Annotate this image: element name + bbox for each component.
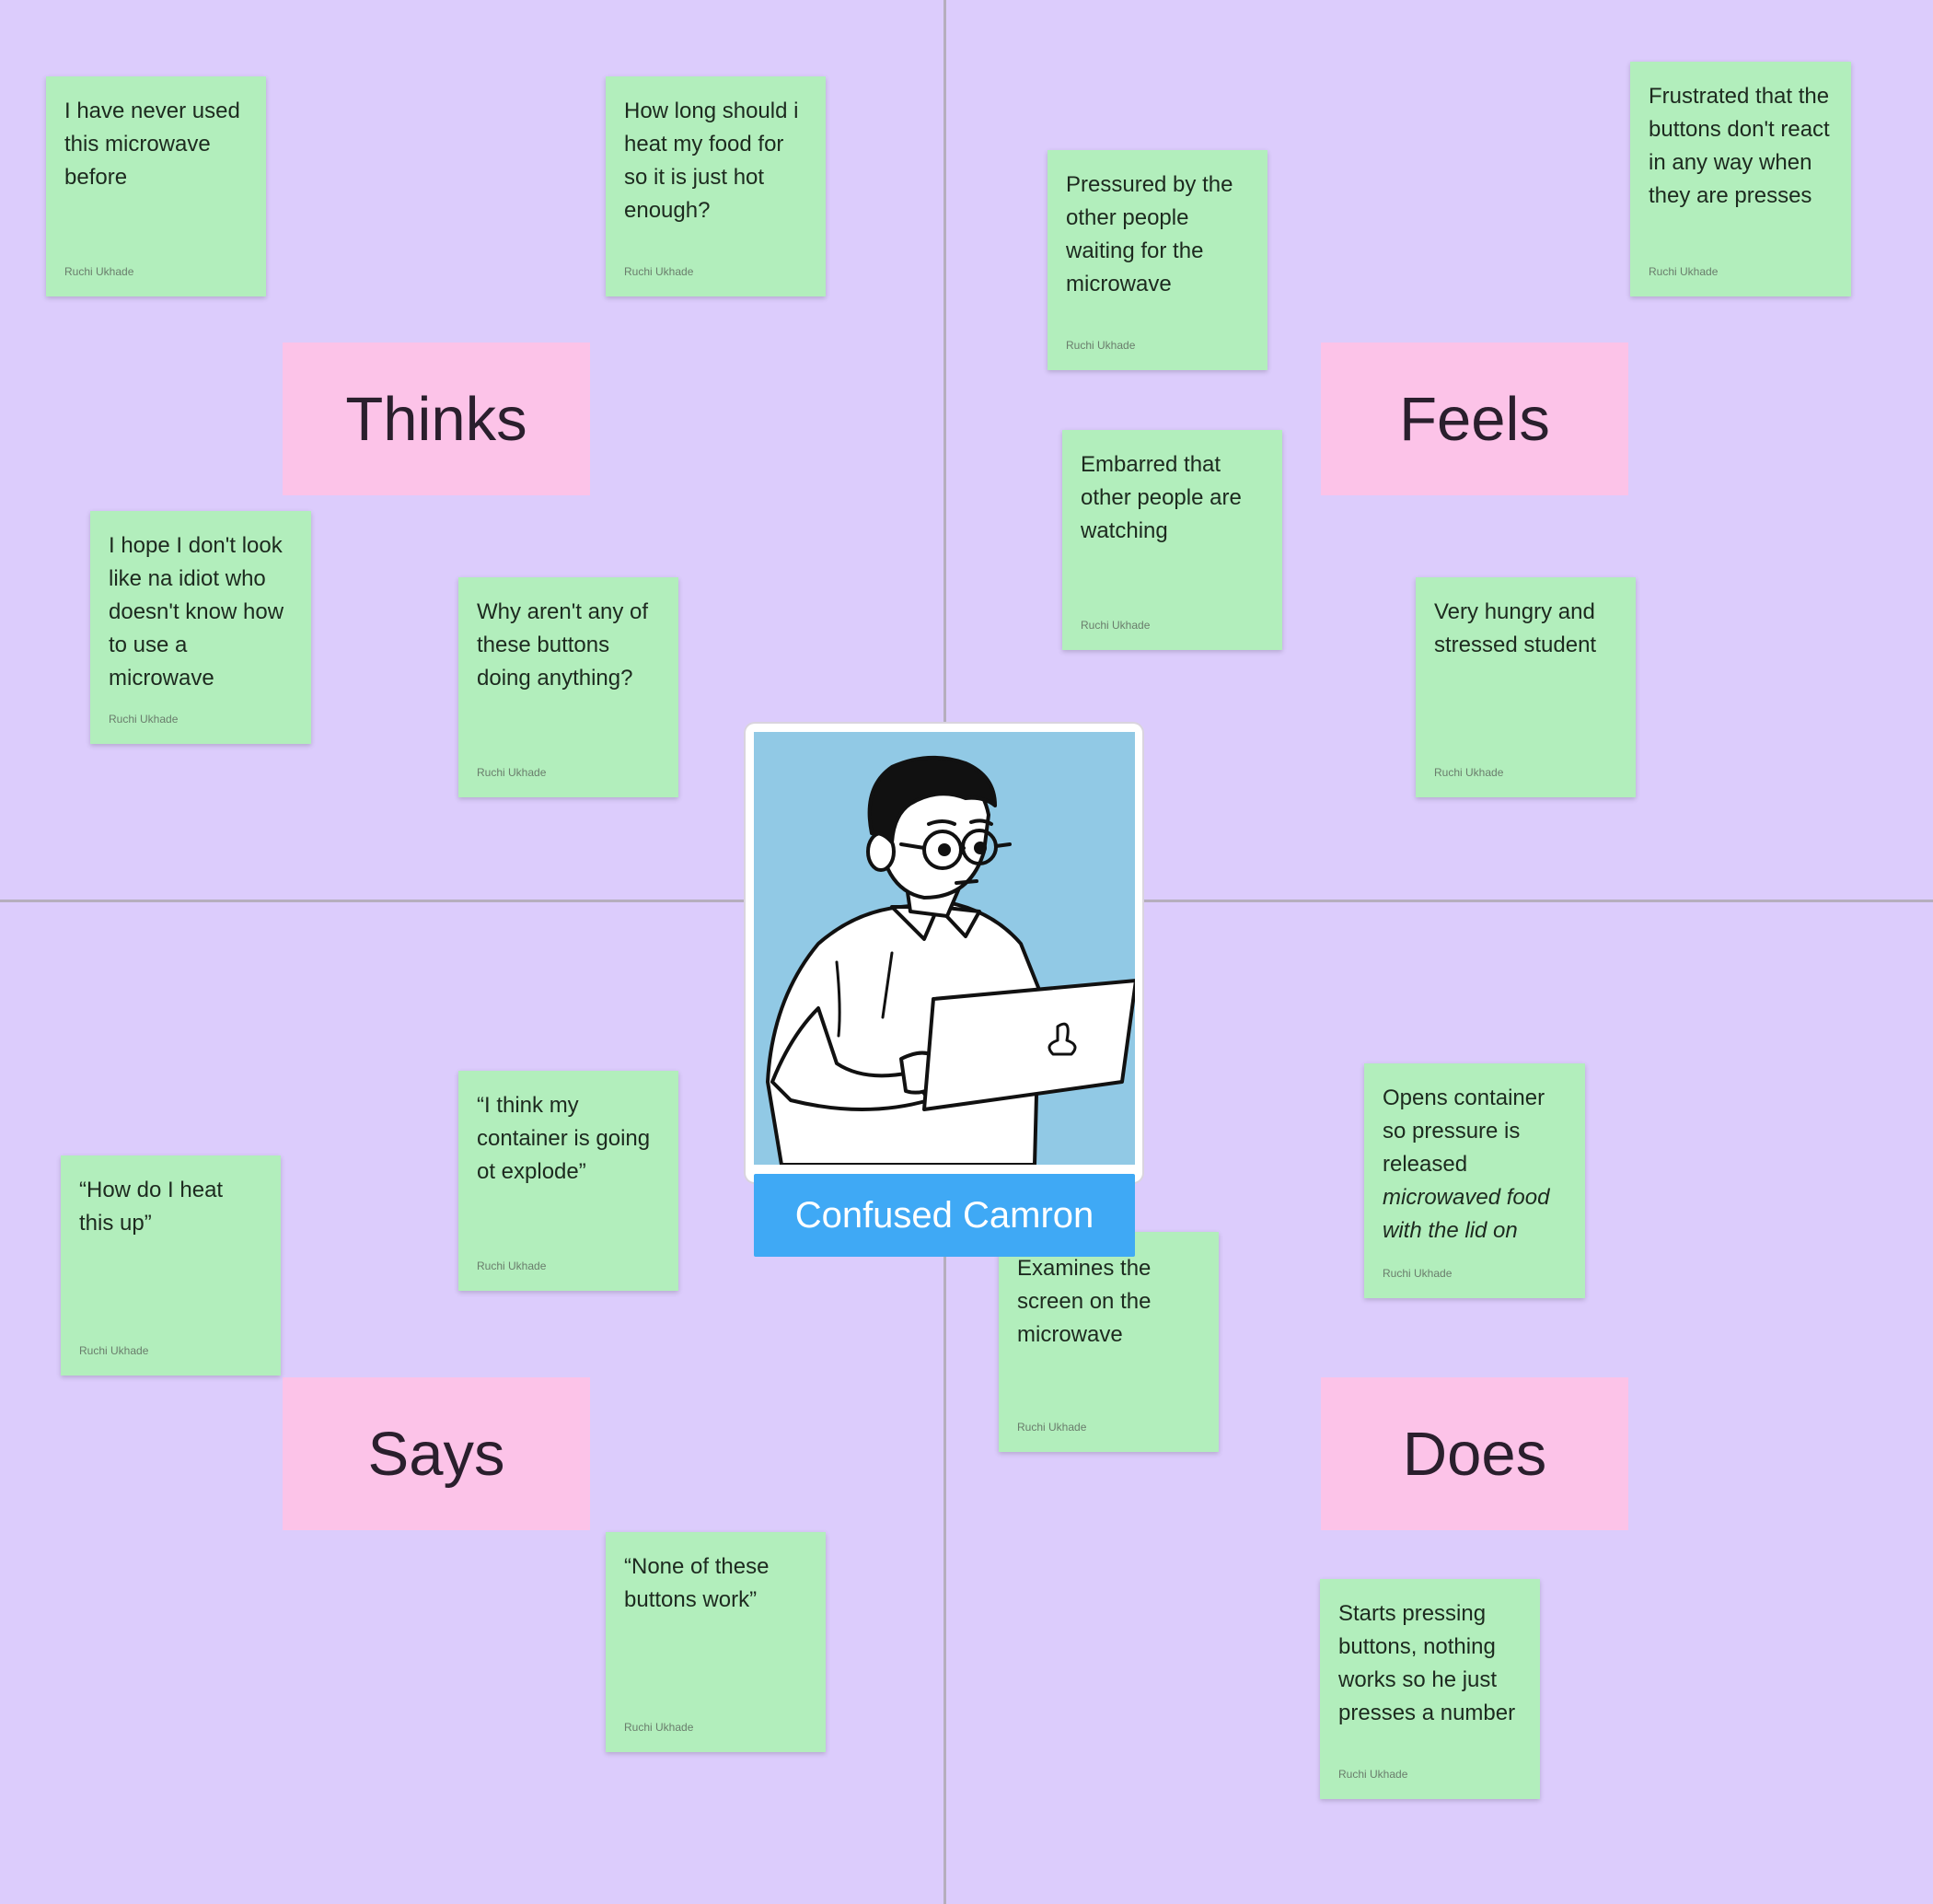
sticky-note-author: Ruchi Ukhade xyxy=(1338,1768,1408,1781)
sticky-note-author: Ruchi Ukhade xyxy=(1434,766,1504,779)
sticky-note-author: Ruchi Ukhade xyxy=(477,1260,547,1272)
sticky-note[interactable]: Very hungry and stressed student Ruchi U… xyxy=(1416,577,1636,797)
sticky-note-author: Ruchi Ukhade xyxy=(64,265,134,278)
person-with-laptop-icon xyxy=(766,755,1135,1165)
sticky-note[interactable]: Starts pressing buttons, nothing works s… xyxy=(1320,1579,1540,1799)
sticky-note-author: Ruchi Ukhade xyxy=(1081,619,1151,632)
persona-name[interactable]: Confused Camron xyxy=(754,1174,1135,1257)
sticky-note-author: Ruchi Ukhade xyxy=(1649,265,1719,278)
sticky-note-text: How long should i heat my food for so it… xyxy=(624,99,799,223)
sticky-note-author: Ruchi Ukhade xyxy=(1017,1421,1087,1434)
sticky-note[interactable]: I hope I don't look like na idiot who do… xyxy=(90,511,311,744)
sticky-note-text: “I think my container is going ot explod… xyxy=(477,1093,651,1184)
sticky-note[interactable]: “None of these buttons work” Ruchi Ukhad… xyxy=(606,1532,826,1752)
sticky-note-text: “None of these buttons work” xyxy=(624,1554,770,1612)
sticky-note-text-plain: Opens container so pressure is released xyxy=(1383,1086,1545,1177)
persona-illustration xyxy=(754,732,1135,1165)
sticky-note-text: Examines the screen on the microwave xyxy=(1017,1256,1152,1347)
sticky-note-text: Frustrated that the buttons don't react … xyxy=(1649,84,1830,208)
sticky-note-text: Very hungry and stressed student xyxy=(1434,599,1597,657)
sticky-note[interactable]: How long should i heat my food for so it… xyxy=(606,76,826,296)
sticky-note-author: Ruchi Ukhade xyxy=(109,713,179,726)
sticky-note-text: I hope I don't look like na idiot who do… xyxy=(109,533,284,691)
sticky-note[interactable]: “How do I heat this up” Ruchi Ukhade xyxy=(61,1155,281,1376)
sticky-note[interactable]: Examines the screen on the microwave Ruc… xyxy=(999,1232,1219,1452)
does-label: Does xyxy=(1321,1377,1628,1530)
sticky-note-author: Ruchi Ukhade xyxy=(79,1344,149,1357)
sticky-note[interactable]: I have never used this microwave before … xyxy=(46,76,266,296)
sticky-note[interactable]: Pressured by the other people waiting fo… xyxy=(1048,150,1267,370)
sticky-note-author: Ruchi Ukhade xyxy=(1383,1267,1453,1280)
sticky-note[interactable]: Why aren't any of these buttons doing an… xyxy=(458,577,678,797)
sticky-note-text-emphasis: microwaved food with the lid on xyxy=(1383,1185,1550,1243)
feels-label: Feels xyxy=(1321,342,1628,495)
sticky-note-author: Ruchi Ukhade xyxy=(1066,339,1136,352)
sticky-note-text: Embarred that other people are watching xyxy=(1081,452,1242,543)
sticky-note-text: I have never used this microwave before xyxy=(64,99,240,190)
thinks-label: Thinks xyxy=(283,342,590,495)
sticky-note-text: Starts pressing buttons, nothing works s… xyxy=(1338,1601,1516,1725)
sticky-note-text: “How do I heat this up” xyxy=(79,1178,224,1236)
sticky-note-author: Ruchi Ukhade xyxy=(624,1721,694,1734)
sticky-note[interactable]: Opens container so pressure is released … xyxy=(1364,1063,1585,1298)
sticky-note-text: Pressured by the other people waiting fo… xyxy=(1066,172,1233,296)
sticky-note-text: Opens container so pressure is released … xyxy=(1383,1082,1567,1248)
sticky-note-author: Ruchi Ukhade xyxy=(477,766,547,779)
sticky-note-text: Why aren't any of these buttons doing an… xyxy=(477,599,648,691)
sticky-note[interactable]: Frustrated that the buttons don't react … xyxy=(1630,62,1851,296)
says-label: Says xyxy=(283,1377,590,1530)
sticky-note-author: Ruchi Ukhade xyxy=(624,265,694,278)
sticky-note[interactable]: Embarred that other people are watching … xyxy=(1062,430,1282,650)
sticky-note[interactable]: “I think my container is going ot explod… xyxy=(458,1071,678,1291)
